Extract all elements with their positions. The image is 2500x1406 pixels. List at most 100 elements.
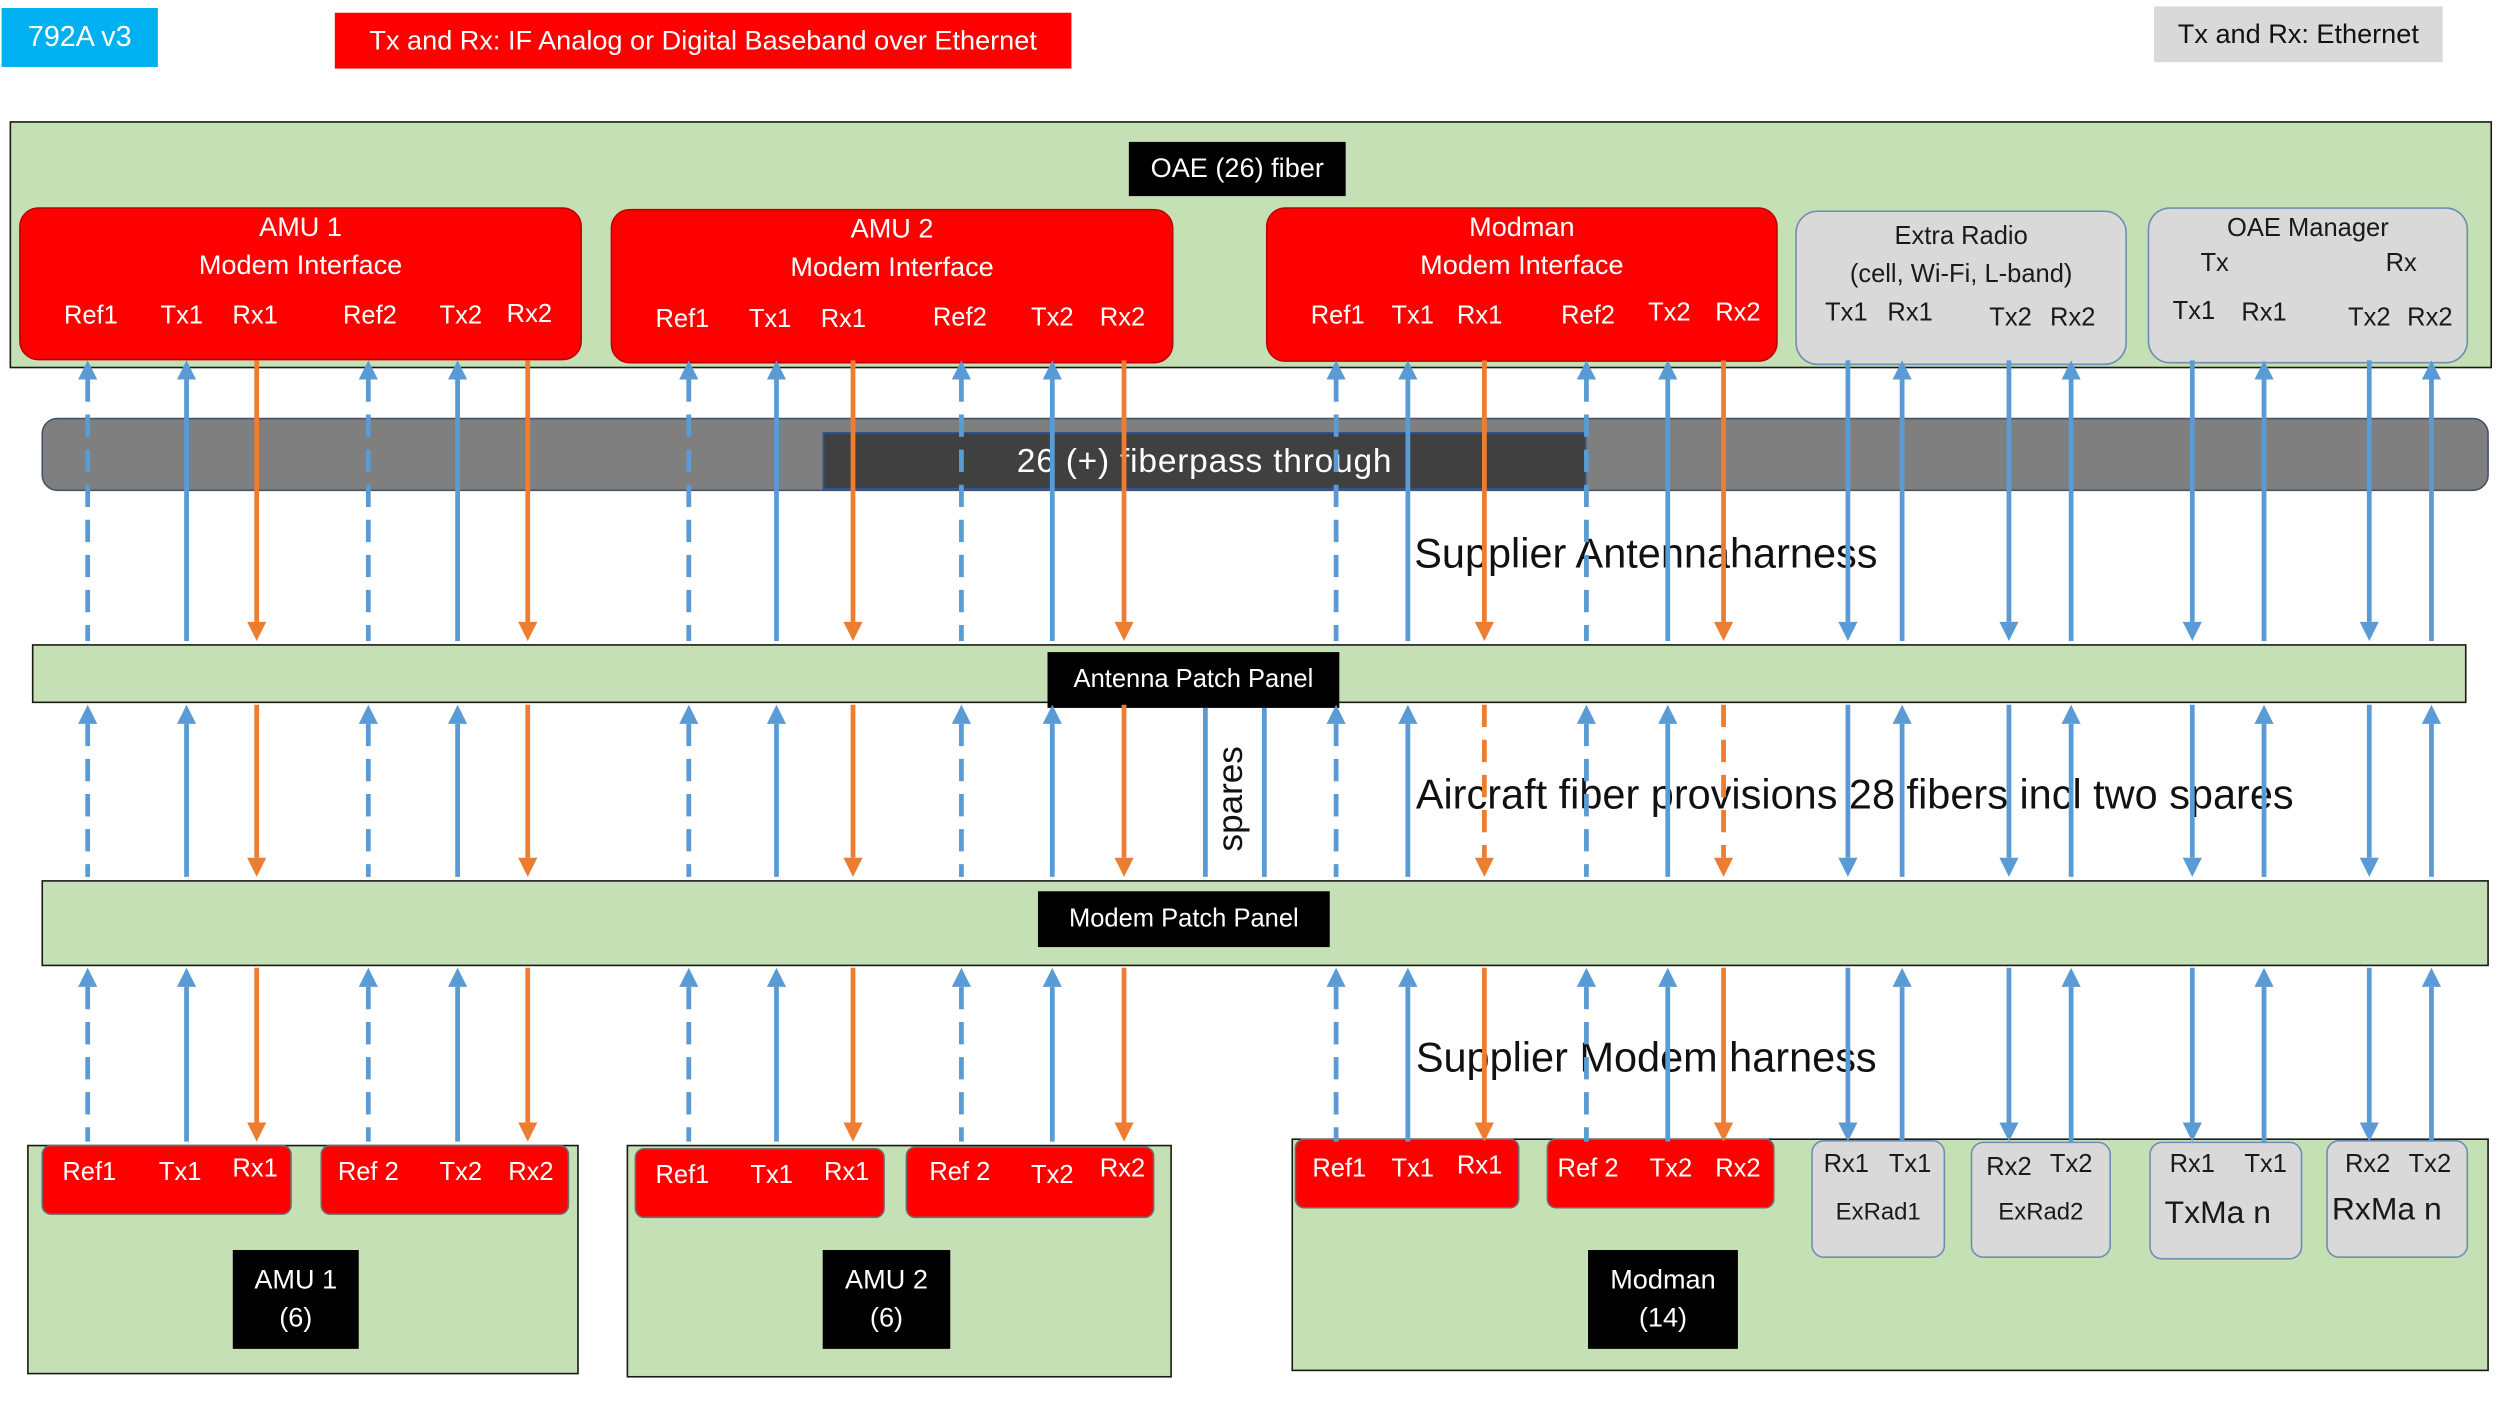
bottom-txman-port-tx1: Tx1 [2244, 1151, 2287, 1179]
oae-amu2-port-ref1: Ref1 [655, 306, 710, 334]
extra-radio-port-tx1: Tx1 [1825, 299, 1868, 327]
oae-amu2-port-rx1: Rx1 [820, 306, 867, 334]
bottom-exrad1-name: ExRad1 [1835, 1198, 1921, 1227]
oae-modman-port-ref1: Ref1 [1310, 302, 1365, 331]
fiber-arrow-c22-s0-head [2182, 621, 2202, 641]
bottom-amu1-group-1 [41, 1144, 292, 1215]
fiber-arrow-c1-s2-head [176, 967, 197, 987]
oae-manager-title: OAE Manager [2227, 215, 2389, 243]
fiber-arrow-c20-s1-head [1999, 857, 2019, 877]
bottom-amu2-port-rx2: Rx2 [1099, 1155, 1146, 1184]
oae-manager: OAE Manager [2147, 207, 2469, 364]
oae-manager-port-tx1: Tx1 [2172, 298, 2216, 326]
oae-modman-port-ref2: Ref2 [1561, 302, 1615, 331]
oae-modman-port-tx1: Tx1 [1391, 302, 1434, 331]
oae-manager-rx-header: Rx [2385, 250, 2417, 278]
bottom-modman-port-rx1: Rx1 [1456, 1152, 1503, 1180]
fiber-arrow-c0-s2-head [78, 967, 98, 987]
bottom-amu1-port-ref1: Ref1 [62, 1159, 117, 1187]
supplier-antenna-harness-label: Supplier Antennaharness [1414, 529, 1878, 578]
fiber-arrow-c21-s1-head [2061, 704, 2081, 724]
fiber-arrow-c22-s1-head [2182, 857, 2202, 877]
fiber-arrow-c24-s0-head [2359, 621, 2379, 641]
fiber-arrow-c11-s0-head [1114, 621, 1134, 641]
extra-radio-port-tx2: Tx2 [1989, 304, 2032, 332]
fiber-arrow-c4-s1-head [448, 704, 468, 724]
oae-amu2-port-ref2: Ref2 [932, 304, 987, 332]
bottom-amu2-port-ref1: Ref1 [655, 1162, 710, 1190]
fiber-arrow-c5-s1-head [518, 857, 538, 877]
fiber-arrow-c9-s1-head [951, 704, 971, 724]
fiber-arrow-c23-s0-head [2254, 360, 2274, 380]
fiber-arrow-c2-s2-head [247, 1122, 267, 1142]
bottom-modman-group-2 [1546, 1138, 1775, 1209]
fiber-arrow-c12-s0-head [1326, 360, 1346, 380]
modem-patch-panel-label: Modem Patch Panel [1037, 891, 1330, 948]
fiber-arrow-c23-s2-head [2254, 967, 2274, 987]
oae-amu1-port-rx2: Rx2 [506, 301, 553, 329]
bottom-txman-name: TxMa n [2164, 1195, 2271, 1231]
fiber-arrow-c21-s0-head [2061, 360, 2081, 380]
fiber-arrow-c7-s1-head [766, 704, 787, 724]
fiber-arrow-c6-s1-head [679, 704, 699, 724]
bottom-txman-port-rx1: Rx1 [2169, 1151, 2215, 1179]
oae-amu1-port-tx1: Tx1 [160, 302, 204, 331]
fiber-arrow-c6-s2-head [679, 967, 699, 987]
bottom-amu1-group-2 [320, 1144, 570, 1215]
aircraft-fiber-provisions-label: Aircraft fiber provisions 28 fibers incl… [1415, 770, 2294, 818]
fiber-arrow-c22-s2-head [2182, 1122, 2202, 1142]
bottom-amu2-name: AMU 2(6) [822, 1250, 951, 1349]
fiber-arrow-c11-s2-head [1114, 1122, 1134, 1142]
oae-amu1-port-ref1: Ref1 [63, 302, 118, 331]
bottom-exrad1-port-rx1: Rx1 [1823, 1151, 1869, 1179]
fiber-arrow-c15-s1-head [1576, 704, 1596, 724]
fiber-arrow-c19-s2-head [1892, 967, 1912, 987]
fiber-arrow-c13-s1-head [1398, 704, 1418, 724]
fiber-arrow-c17-s1-head [1713, 857, 1734, 877]
oae-manager-tx-header: Tx [2200, 250, 2229, 278]
bottom-amu1-port-rx2: Rx2 [508, 1159, 554, 1187]
fiber-arrow-c5-s0-head [518, 621, 538, 641]
bottom-rxman-port-tx2: Tx2 [2408, 1151, 2452, 1179]
extra-radio-title: Extra Radio(cell, Wi-Fi, L-band) [1849, 223, 2073, 289]
oae-amu1-port-tx2: Tx2 [439, 302, 483, 331]
fiber-arrow-c3-s0-head [358, 360, 378, 380]
fiber-arrow-c18-s1-head [1838, 857, 1858, 877]
bottom-exrad2-name: ExRad2 [1998, 1198, 2084, 1227]
fiber-arrow-c16-s2-head [1658, 967, 1678, 987]
supplier-modem-harness-label: Supplier Modem harness [1415, 1033, 1877, 1082]
version-badge: 792A v3 [1, 7, 158, 67]
grey-legend: Tx and Rx: Ethernet [2154, 6, 2443, 63]
fiber-arrow-c18-s2-head [1838, 1122, 1858, 1142]
bottom-txman-box [2149, 1141, 2303, 1260]
fiber-arrow-c9-s2-head [951, 967, 971, 987]
fiber-passthrough-label: 26 (+) fiberpass through [822, 432, 1587, 490]
fiber-arrow-c20-s0-head [1999, 621, 2019, 641]
bottom-modman-port-ref2: Ref 2 [1557, 1155, 1619, 1184]
fiber-arrow-c10-s2-head [1042, 967, 1062, 987]
oae-amu1-port-ref2: Ref2 [342, 302, 397, 331]
bottom-modman-port-rx2: Rx2 [1715, 1155, 1761, 1184]
fiber-arrow-c15-s2-head [1576, 967, 1596, 987]
oae-manager-port-rx1: Rx1 [2241, 299, 2287, 327]
fiber-arrow-c25-s2-head [2421, 967, 2442, 987]
fiber-arrow-c2-s1-head [247, 857, 267, 877]
fiber-arrow-c20-s2-head [1999, 1122, 2019, 1142]
bottom-amu2-port-rx1: Rx1 [823, 1159, 870, 1187]
antenna-patch-panel-label: Antenna Patch Panel [1047, 652, 1340, 708]
bottom-rxman-port-rx2: Rx2 [2345, 1151, 2391, 1179]
fiber-arrow-c8-s0-head [843, 621, 863, 641]
fiber-arrow-c2-s0-head [247, 621, 267, 641]
fiber-arrow-c13-s0-head [1398, 360, 1418, 380]
bottom-rxman-name: RxMa n [2331, 1192, 2442, 1228]
bottom-exrad1-port-tx1: Tx1 [1888, 1151, 1932, 1179]
extra-radio-port-rx1: Rx1 [1887, 299, 1933, 327]
bottom-exrad2-box [1970, 1141, 2111, 1258]
fiber-arrow-c21-s2-head [2061, 967, 2081, 987]
bottom-exrad2-port-rx2: Rx2 [1986, 1154, 2032, 1182]
